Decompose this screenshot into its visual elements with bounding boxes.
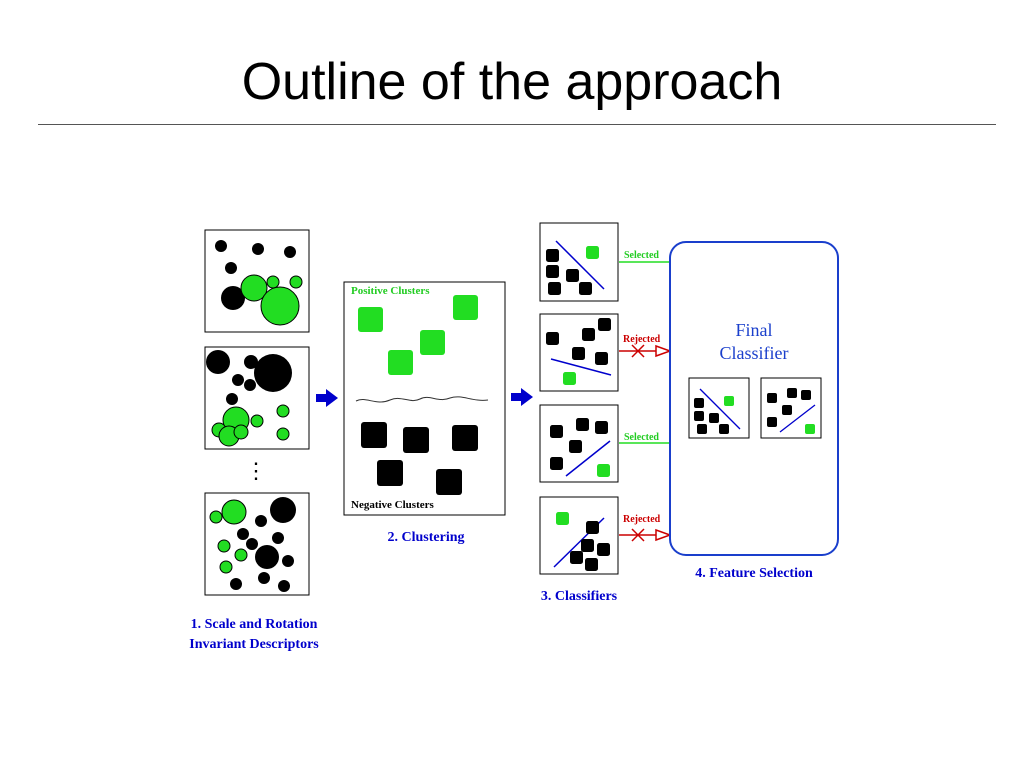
reject-cross-icon [631,344,645,358]
positive-clusters-label: Positive Clusters [351,285,430,297]
negative-clusters-label: Negative Clusters [351,499,435,511]
rejected-connector-1 [619,344,673,358]
classifier-2 [539,313,619,392]
classifier-4 [539,496,619,575]
arrow-right-icon [316,389,338,407]
ellipsis-more-images: ⋮ [245,458,267,483]
stage2-label: 2. Clustering [388,530,465,545]
selected-label-2: Selected [624,432,659,443]
cluster-separator [355,396,489,403]
final-classifier-b [760,377,822,439]
descriptor-image-1 [204,229,310,333]
final-classifier-title-line2: Classifier [720,343,789,363]
reject-cross-icon [631,528,645,542]
stage4-label: 4. Feature Selection [695,566,813,581]
rejected-label-2: Rejected [623,514,661,525]
title-divider [38,124,996,125]
stage1-label-line1: 1. Scale and Rotation [191,617,318,632]
stage3-label: 3. Classifiers [541,589,618,604]
classifier-3 [539,404,619,483]
slide-title: Outline of the approach [241,53,783,111]
classifier-1 [539,222,619,302]
clustering-panel [343,281,506,516]
descriptor-image-3 [204,492,310,596]
final-classifier-a [688,377,750,439]
selected-label-1: Selected [624,250,659,261]
stage1-label-line2: Invariant Descriptors [189,637,319,652]
descriptor-image-2 [204,346,310,450]
rejected-connector-2 [619,528,673,542]
final-classifier-title-line1: Final [735,320,772,340]
arrow-right-icon [511,388,533,406]
rejected-label-1: Rejected [623,334,661,345]
final-classifier-panel [669,241,839,556]
